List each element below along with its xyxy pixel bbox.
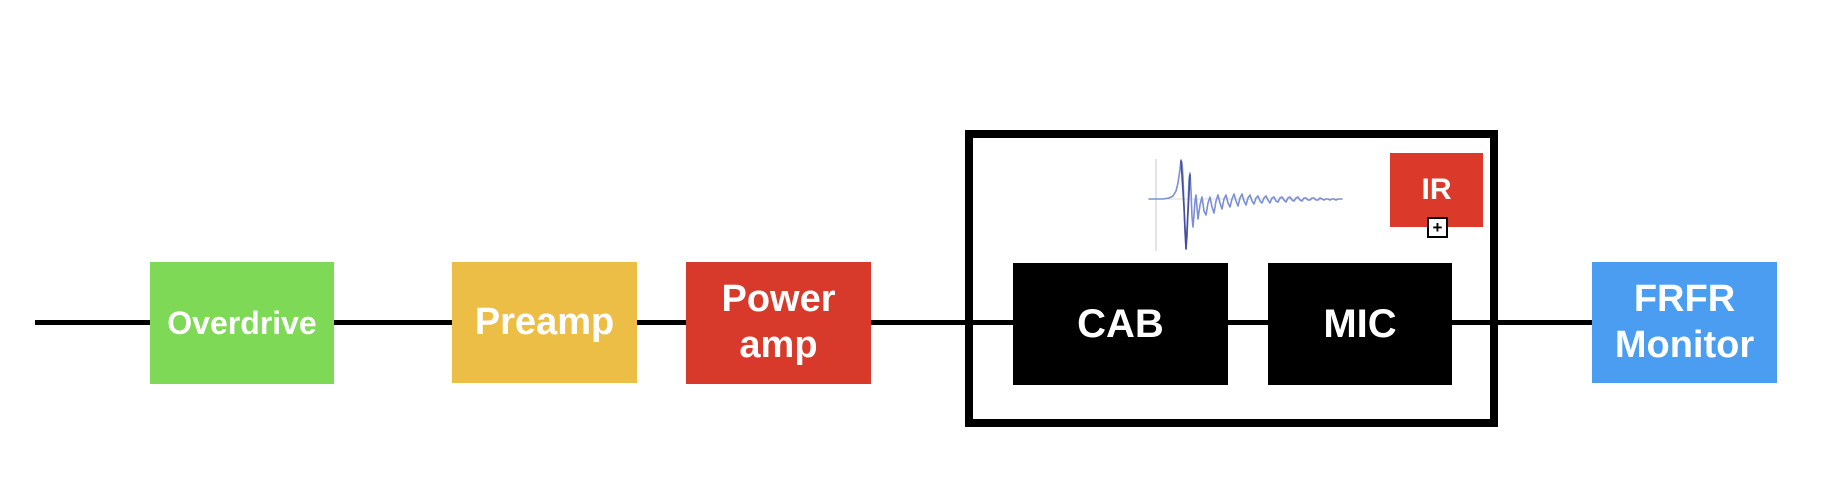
waveform-trace xyxy=(1148,159,1343,250)
ir-badge: IR xyxy=(1390,153,1483,227)
node-cab-label: CAB xyxy=(1077,302,1164,346)
node-mic-label: MIC xyxy=(1323,302,1397,346)
plus-icon: + xyxy=(1432,218,1443,237)
ir-badge-label: IR xyxy=(1421,173,1452,206)
waveform-spike xyxy=(1180,160,1191,250)
impulse-response-waveform xyxy=(1148,159,1343,251)
cab-group-signal-line xyxy=(973,320,1490,325)
node-overdrive-label: Overdrive xyxy=(167,304,317,341)
cab-mic-group-box: IR + CAB MIC xyxy=(965,130,1498,427)
node-mic: MIC xyxy=(1268,263,1452,385)
node-preamp: Preamp xyxy=(452,262,637,383)
node-frfr-monitor: FRFR Monitor xyxy=(1592,262,1777,383)
add-ir-button[interactable]: + xyxy=(1427,217,1448,238)
node-frfr-monitor-label: FRFR Monitor xyxy=(1614,277,1755,366)
node-power-amp-label: Power amp xyxy=(721,278,836,366)
node-cab: CAB xyxy=(1013,263,1228,385)
node-overdrive: Overdrive xyxy=(150,262,334,384)
node-power-amp: Power amp xyxy=(686,262,871,384)
node-preamp-label: Preamp xyxy=(474,300,615,343)
